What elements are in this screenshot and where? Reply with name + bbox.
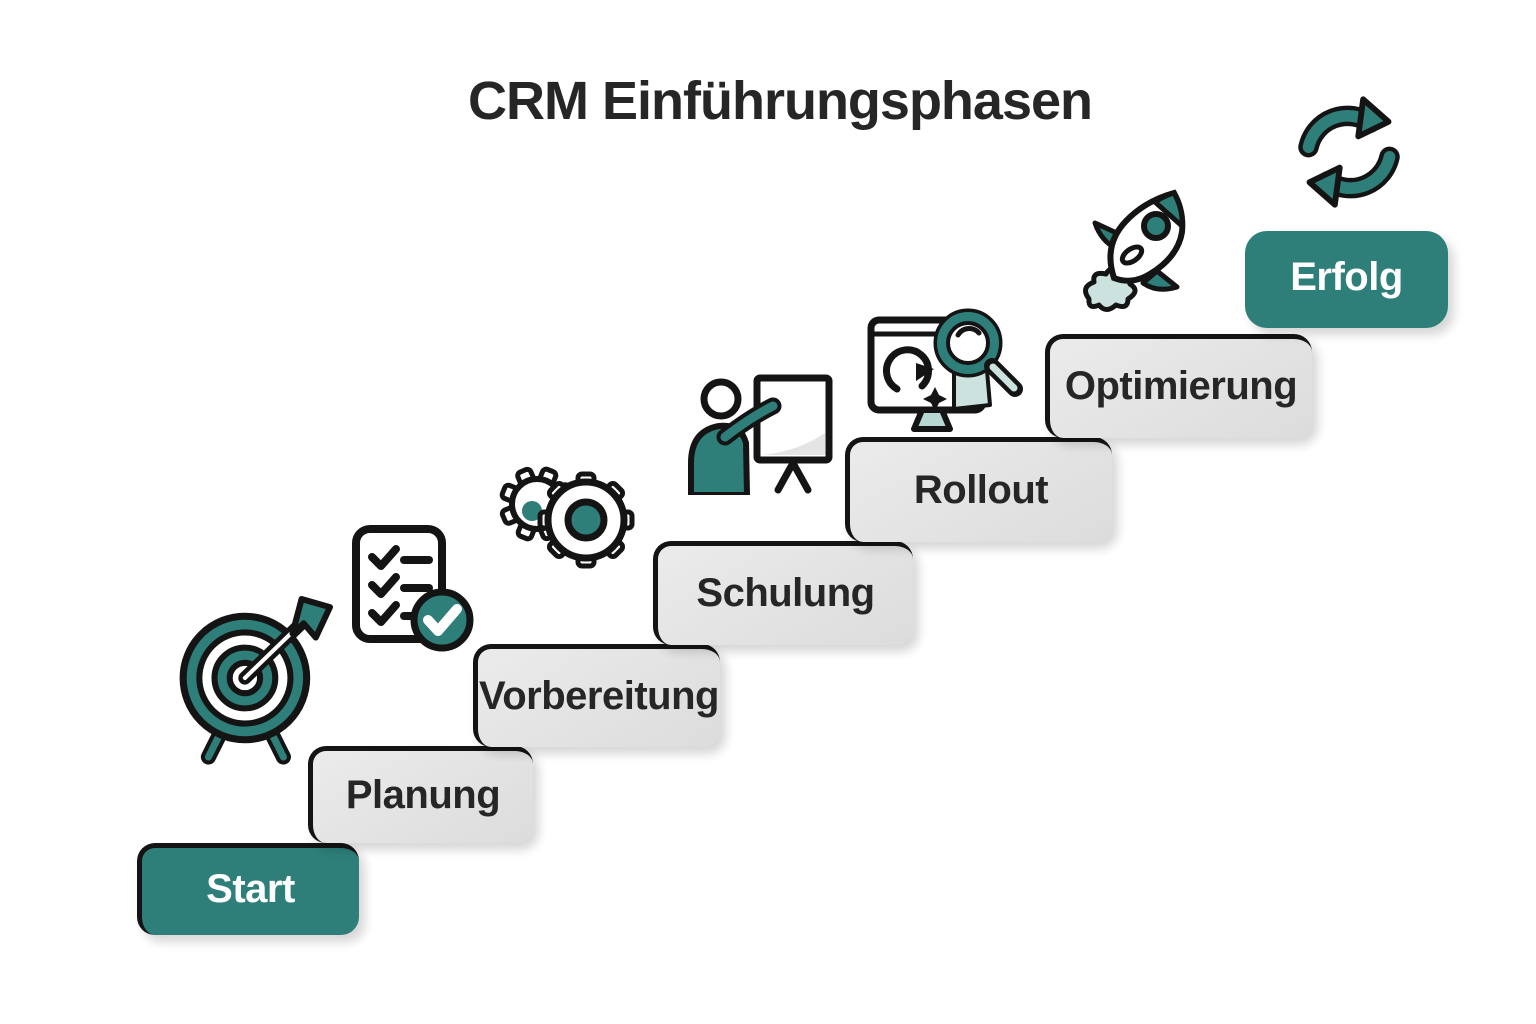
step-erfolg: Erfolg <box>1245 231 1448 328</box>
target-icon <box>172 590 334 766</box>
step-schulung-label: Schulung <box>696 571 875 615</box>
step-start-label: Start <box>206 867 295 911</box>
step-rollout: Rollout <box>845 437 1112 542</box>
checklist-icon <box>345 521 477 658</box>
step-start: Start <box>137 843 359 935</box>
step-planung: Planung <box>308 746 533 843</box>
refresh-icon <box>1288 90 1410 214</box>
step-rollout-label: Rollout <box>913 467 1049 512</box>
step-optimierung-label: Optimierung <box>1064 364 1298 408</box>
presenter-icon <box>681 371 838 495</box>
step-optimierung: Optimierung <box>1045 334 1312 438</box>
gears-icon <box>496 456 644 583</box>
step-vorbereitung-label: Vorbereitung <box>479 673 719 718</box>
step-schulung: Schulung <box>653 541 913 645</box>
monitor-search-icon <box>864 303 1026 433</box>
step-vorbereitung: Vorbereitung <box>473 644 720 747</box>
step-erfolg-label: Erfolg <box>1290 255 1403 299</box>
step-planung-label: Planung <box>345 772 501 817</box>
page-title: CRM Einführungsphasen <box>468 71 1093 131</box>
rocket-icon <box>1077 181 1214 318</box>
